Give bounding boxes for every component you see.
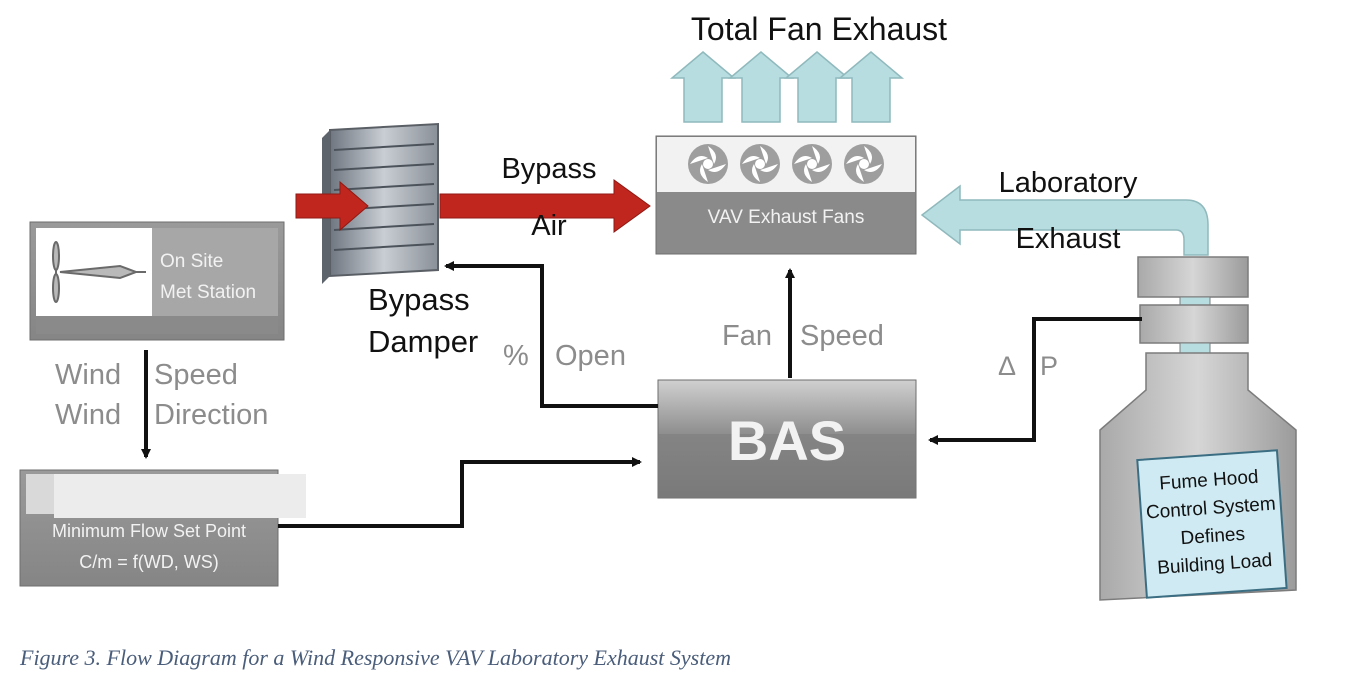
delta-p-letter: P <box>1040 351 1058 381</box>
met-station-box <box>29 221 285 341</box>
laboratory-exhaust-arrow <box>920 184 1209 256</box>
bypass-damper-icon <box>322 122 439 284</box>
min-flow-label-line1: Minimum Flow Set Point <box>52 521 246 541</box>
bypass-air-arrow <box>439 179 651 233</box>
percent-open-word: Open <box>555 340 626 372</box>
exhaust-up-arrow-icon <box>837 51 905 123</box>
exhaust-up-arrow-icon <box>783 51 851 123</box>
figure-caption: Figure 3. Flow Diagram for a Wind Respon… <box>20 645 731 670</box>
total-fan-exhaust-arrows <box>669 51 905 123</box>
fume-hood-label-line3: Defines <box>1180 524 1246 549</box>
laboratory-exhaust-label-line2: Exhaust <box>1016 223 1121 255</box>
fan-icon <box>740 144 780 184</box>
met-station-label-line1: On Site <box>160 251 223 272</box>
fan-icon <box>792 144 832 184</box>
laboratory-exhaust-label-line1: Laboratory <box>999 167 1138 199</box>
wind-speed-word2: Speed <box>154 359 238 391</box>
wind-direction-word1: Wind <box>55 399 121 431</box>
exhaust-up-arrow-icon <box>727 51 795 123</box>
delta-symbol: Δ <box>998 351 1016 381</box>
fan-speed-word1: Fan <box>722 320 772 352</box>
control-lines <box>141 261 1142 528</box>
min-flow-setpoint-box <box>19 469 306 587</box>
met-station-label-line2: Met Station <box>160 282 256 303</box>
vav-exhaust-fans-box <box>655 135 917 255</box>
bypass-damper-label-line2: Damper <box>368 324 478 359</box>
bypass-air-inlet-arrow <box>295 180 369 232</box>
fume-hood-panel: Fume Hood Control System Defines Buildin… <box>1136 449 1288 599</box>
delta-p-signal-line <box>928 317 1142 445</box>
bypass-air-label-line1: Bypass <box>501 153 596 185</box>
percent-open-signal-line <box>444 261 658 408</box>
bas-box <box>657 379 917 499</box>
min-flow-label-line2: C/m = f(WD, WS) <box>79 552 218 572</box>
percent-open-symbol: % <box>503 340 529 372</box>
exhaust-up-arrow-icon <box>669 51 737 123</box>
vav-exhaust-fans-label: VAV Exhaust Fans <box>708 207 865 228</box>
min-flow-signal-line <box>278 457 642 528</box>
wind-speed-word1: Wind <box>55 359 121 391</box>
fan-speed-word2: Speed <box>800 320 884 352</box>
bas-label: BAS <box>728 409 846 472</box>
fan-icon <box>844 144 884 184</box>
wind-turbine-icon <box>52 241 146 303</box>
fan-icon <box>688 144 728 184</box>
bypass-damper-label-line1: Bypass <box>368 282 470 317</box>
wind-direction-word2: Direction <box>154 399 268 431</box>
total-fan-exhaust-label: Total Fan Exhaust <box>691 11 947 47</box>
bypass-air-label-line2: Air <box>531 210 567 242</box>
